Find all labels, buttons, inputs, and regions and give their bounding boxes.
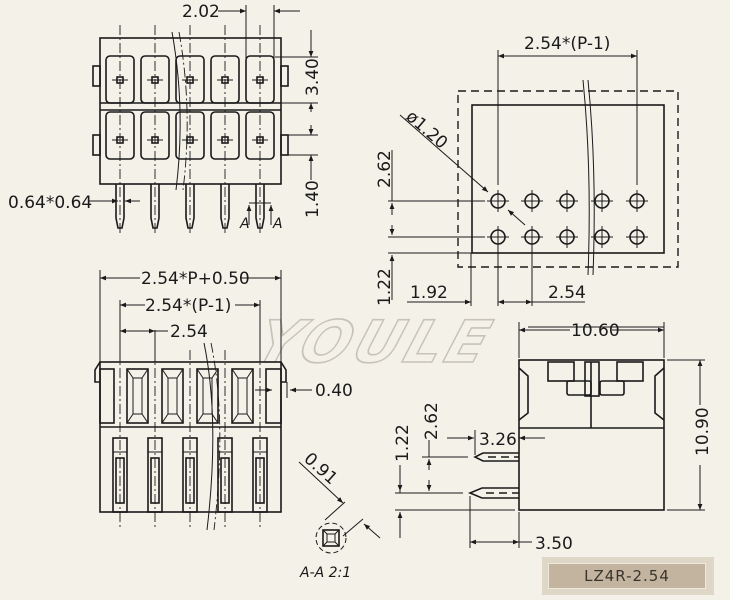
dim-row-height: 3.40 bbox=[303, 58, 323, 96]
section-caption: A-A 2:1 bbox=[299, 565, 351, 581]
dim-pin-tail: 3.26 bbox=[479, 430, 517, 450]
section-mark-right: A bbox=[272, 216, 283, 232]
pin bbox=[220, 184, 230, 229]
dim-span-front: 2.54*(P-1) bbox=[145, 296, 231, 316]
dim-pitch-offset: 2.02 bbox=[182, 2, 220, 22]
side-view-housing bbox=[518, 359, 665, 511]
model-label: LZ4R-2.54 bbox=[548, 563, 706, 589]
pin bbox=[185, 184, 195, 229]
dim-wall: 0.40 bbox=[315, 381, 353, 401]
pin bbox=[115, 184, 125, 229]
front-slot bbox=[126, 368, 149, 424]
dim-edge-offset-x: 1.92 bbox=[410, 283, 448, 303]
dim-pin-size: 0.64*0.64 bbox=[8, 193, 92, 213]
front-slot bbox=[196, 368, 219, 424]
top-view-housing bbox=[99, 37, 282, 185]
section-mark-left: A bbox=[239, 216, 250, 232]
dim-bottom-offset: 1.22 bbox=[393, 424, 413, 462]
front-view: 2.54*P+0.50 2.54*(P-1) 2.54 0.40 bbox=[94, 269, 353, 531]
front-slot bbox=[161, 368, 184, 424]
dim-pitch: 2.54 bbox=[548, 283, 586, 303]
detail-circle bbox=[315, 522, 347, 554]
dim-pin-length: 3.50 bbox=[535, 534, 573, 554]
dim-pin-offset: 1.40 bbox=[303, 180, 323, 218]
dim-row-pitch: 2.62 bbox=[375, 150, 395, 188]
dim-edge-offset-y: 1.22 bbox=[375, 268, 395, 306]
pcb-layout-view: 2.54*(P-1) ø1.20 2.62 1.22 1.92 2.54 bbox=[375, 34, 679, 306]
dim-pitch-front: 2.54 bbox=[170, 322, 208, 342]
section-detail: 0.91 A-A 2:1 bbox=[298, 449, 381, 581]
side-view: 10.60 10.90 3.26 2.62 1.22 3.50 bbox=[393, 321, 713, 554]
pcb-outline-dashed bbox=[457, 90, 679, 268]
front-slot bbox=[99, 368, 115, 424]
front-slot bbox=[231, 368, 254, 424]
watermark: YOULE bbox=[248, 309, 503, 376]
top-view: 2.02 3.40 1.40 0.64*0.64 A A bbox=[8, 2, 323, 236]
dim-span: 2.54*(P-1) bbox=[524, 34, 610, 54]
front-slot bbox=[265, 368, 282, 424]
dim-width: 10.60 bbox=[571, 321, 620, 341]
dim-hole-dia: ø1.20 bbox=[402, 107, 452, 154]
pin bbox=[150, 184, 160, 229]
pcb-body-outline bbox=[471, 104, 665, 254]
dim-height: 10.90 bbox=[693, 407, 713, 456]
dim-section: 0.91 bbox=[300, 449, 342, 489]
dim-overall: 2.54*P+0.50 bbox=[141, 269, 250, 289]
pin bbox=[255, 184, 265, 229]
dim-row-pitch-side: 2.62 bbox=[422, 402, 442, 440]
